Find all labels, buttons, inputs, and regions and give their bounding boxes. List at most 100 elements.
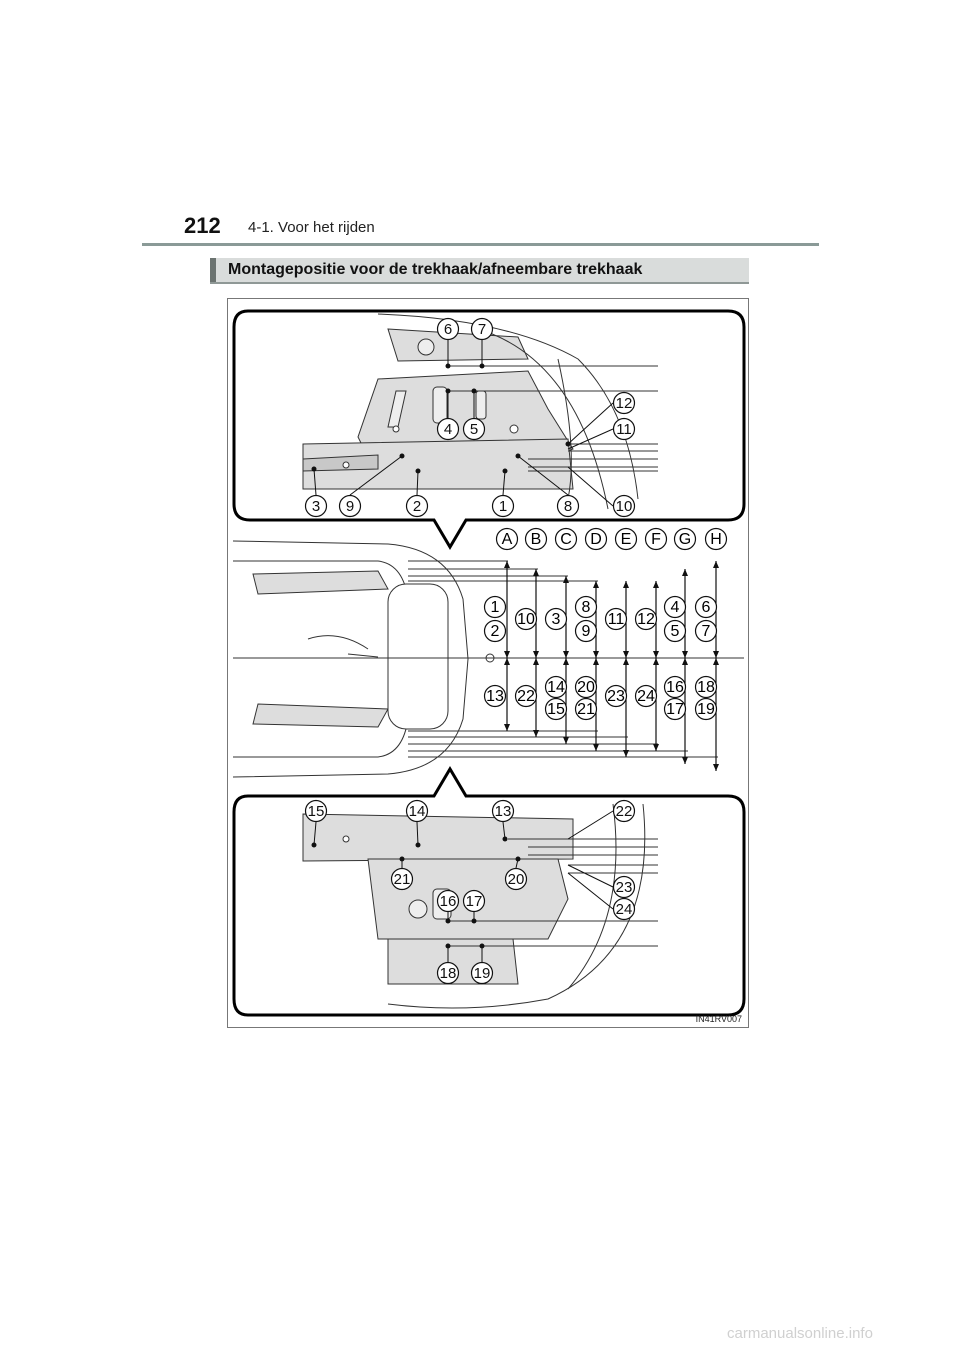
bottom-detail-curves — [387, 803, 646, 1009]
ref-upper-11-label: 11 — [608, 611, 625, 628]
callout-bottom-17-label: 17 — [466, 893, 483, 910]
callout-top-10-label: 10 — [616, 498, 633, 515]
watermark: carmanualsonline.info — [727, 1325, 873, 1342]
ref-upper-12: 12 — [634, 607, 658, 631]
column-h-label: H — [710, 531, 722, 548]
section-heading: Montagepositie voor de trekhaak/afneemba… — [210, 258, 749, 284]
callout-top-8: 8 — [556, 494, 580, 518]
callout-bottom-24: 24 — [612, 897, 636, 921]
callout-top-5: 5 — [462, 417, 486, 441]
callout-top-12-label: 12 — [616, 395, 633, 412]
column-h: H — [704, 527, 728, 551]
ref-lower-24: 24 — [634, 684, 658, 708]
ref-lower-16: 16 — [663, 675, 687, 699]
column-e: E — [614, 527, 638, 551]
callout-bottom-15-label: 15 — [308, 803, 325, 820]
callout-bottom-19-label: 19 — [474, 965, 491, 982]
callout-bottom-14-label: 14 — [409, 803, 426, 820]
callout-top-2-label: 2 — [413, 498, 421, 515]
ref-lower-23: 23 — [604, 684, 628, 708]
ref-upper-8: 8 — [574, 595, 598, 619]
column-a: A — [495, 527, 519, 551]
top-detail-parts — [302, 328, 574, 490]
callout-bottom-13-label: 13 — [495, 803, 512, 820]
callout-bottom-24-label: 24 — [616, 901, 633, 918]
callout-bottom-16: 16 — [436, 889, 460, 913]
column-f: F — [644, 527, 668, 551]
heading-text: Montagepositie voor de trekhaak/afneemba… — [228, 261, 643, 278]
column-a-label: A — [502, 531, 513, 548]
callout-top-6: 6 — [436, 317, 460, 341]
page-number: 212 — [184, 213, 221, 238]
callout-bottom-19: 19 — [470, 961, 494, 985]
ref-lower-15-label: 15 — [547, 701, 565, 718]
ref-lower-13-label: 13 — [486, 688, 504, 705]
callout-bottom-18-label: 18 — [440, 965, 457, 982]
callout-top-11: 11 — [612, 417, 636, 441]
ref-upper-11: 11 — [604, 607, 628, 631]
column-g-label: G — [679, 531, 691, 548]
ref-lower-17: 17 — [663, 697, 687, 721]
ref-lower-19: 19 — [694, 697, 718, 721]
ref-upper-2-label: 2 — [491, 623, 500, 640]
callout-top-4-label: 4 — [444, 421, 452, 438]
ref-lower-22-label: 22 — [517, 688, 535, 705]
column-c-label: C — [560, 531, 572, 548]
ref-upper-10: 10 — [514, 607, 538, 631]
callout-top-5-label: 5 — [470, 421, 478, 438]
column-b-label: B — [531, 531, 542, 548]
ref-upper-4: 4 — [663, 595, 687, 619]
callout-top-4: 4 — [436, 417, 460, 441]
callout-top-10: 10 — [612, 494, 636, 518]
ref-upper-9: 9 — [574, 619, 598, 643]
column-d-label: D — [590, 531, 602, 548]
callout-top-6-label: 6 — [444, 321, 452, 338]
callout-bottom-23: 23 — [612, 875, 636, 899]
callout-top-1-label: 1 — [499, 498, 507, 515]
ref-upper-6: 6 — [694, 595, 718, 619]
column-c: C — [554, 527, 578, 551]
section-label: 4-1. Voor het rijden — [248, 219, 375, 236]
ref-lower-18: 18 — [694, 675, 718, 699]
ref-upper-1: 1 — [483, 595, 507, 619]
ref-lower-13: 13 — [483, 684, 507, 708]
vehicle-underside — [232, 540, 495, 778]
callout-bottom-16-label: 16 — [440, 893, 457, 910]
ref-lower-20: 20 — [574, 675, 598, 699]
callout-top-8-label: 8 — [564, 498, 572, 515]
mid-guide-lines — [233, 560, 744, 758]
callout-top-7: 7 — [470, 317, 494, 341]
callout-top-3: 3 — [304, 494, 328, 518]
ref-upper-12-label: 12 — [637, 611, 655, 628]
callout-bottom-15: 15 — [304, 799, 328, 823]
ref-lower-19-label: 19 — [697, 701, 715, 718]
ref-lower-16-label: 16 — [666, 679, 684, 696]
ref-upper-8-label: 8 — [582, 599, 591, 616]
ref-upper-10-label: 10 — [517, 611, 535, 628]
ref-lower-20-label: 20 — [577, 679, 595, 696]
ref-upper-7-label: 7 — [702, 623, 711, 640]
callout-bottom-20: 20 — [504, 867, 528, 891]
callout-top-1: 1 — [491, 494, 515, 518]
ref-upper-4-label: 4 — [671, 599, 680, 616]
callout-top-9-label: 9 — [346, 498, 354, 515]
callout-bottom-20-label: 20 — [508, 871, 525, 888]
ref-upper-3: 3 — [544, 607, 568, 631]
ref-upper-1-label: 1 — [491, 599, 500, 616]
ref-upper-2: 2 — [483, 619, 507, 643]
ref-upper-9-label: 9 — [582, 623, 591, 640]
ref-lower-24-label: 24 — [637, 688, 655, 705]
ref-lower-15: 15 — [544, 697, 568, 721]
column-e-label: E — [621, 531, 632, 548]
callout-bottom-22-label: 22 — [616, 803, 633, 820]
callout-bottom-22: 22 — [612, 799, 636, 823]
callout-top-3-label: 3 — [312, 498, 320, 515]
ref-lower-17-label: 17 — [666, 701, 684, 718]
callout-bottom-17: 17 — [462, 889, 486, 913]
ref-upper-7: 7 — [694, 619, 718, 643]
ref-lower-14: 14 — [544, 675, 568, 699]
ref-lower-18-label: 18 — [697, 679, 715, 696]
